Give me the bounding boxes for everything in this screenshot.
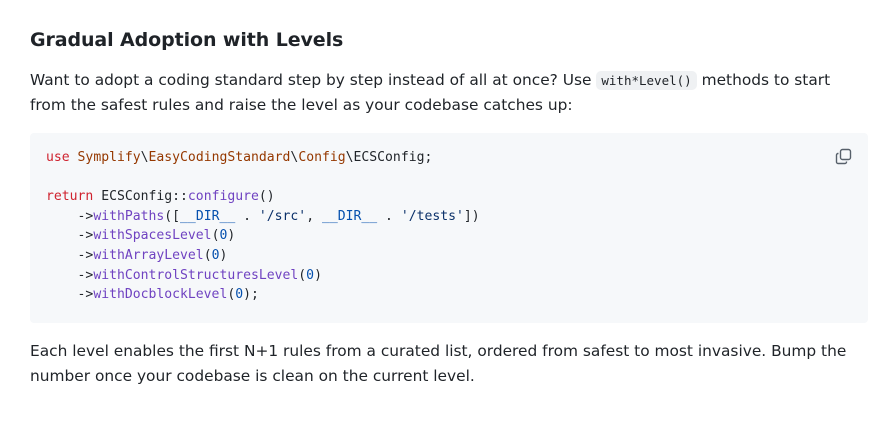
code-keyword-use: use (46, 150, 70, 165)
code-arrow: -> (46, 247, 94, 263)
inline-code-with-level: with*Level() (596, 71, 697, 90)
code-arrow: -> (46, 267, 94, 283)
code-open-paren: ( (298, 267, 307, 283)
code-function-with-docblock-level: withDocblockLevel (93, 287, 228, 303)
code-close-bracket: ]) (463, 208, 480, 224)
copy-icon (835, 148, 851, 164)
code-function-configure: configure (187, 189, 259, 205)
code-parens: () (258, 189, 275, 205)
code-comma: , (306, 208, 322, 224)
code-line-use: use Symplify\EasyCodingStandard\Config\E… (46, 148, 852, 168)
code-close-paren-semicolon: ); (243, 287, 259, 303)
code-arrow: -> (46, 228, 94, 244)
intro-paragraph: Want to adopt a coding standard step by … (30, 68, 870, 118)
code-block: use Symplify\EasyCodingStandard\Config\E… (30, 133, 868, 323)
code-namespace-ecs: EasyCodingStandard (148, 150, 291, 165)
code-keyword-return: return (46, 189, 94, 205)
code-line-with-paths: ->withPaths([__DIR__ . '/src', __DIR__ .… (46, 207, 852, 227)
code-namespace-symplify: Symplify (77, 150, 141, 165)
code-line-return: return ECSConfig::configure() (46, 187, 852, 207)
code-line-with-docblock-level: ->withDocblockLevel(0); (46, 285, 852, 305)
code-line-with-control-structures-level: ->withControlStructuresLevel(0) (46, 266, 852, 286)
code-namespace-separator: \ (290, 150, 299, 165)
code-constant-dir: __DIR__ (321, 208, 378, 224)
code-concat: . (235, 208, 259, 224)
intro-text-before: Want to adopt a coding standard step by … (30, 71, 597, 89)
outro-paragraph: Each level enables the first N+1 rules f… (30, 342, 847, 385)
code-space (70, 150, 78, 165)
code-open-paren: ( (227, 287, 236, 303)
code-string-src: '/src' (258, 208, 307, 224)
section-heading: Gradual Adoption with Levels (30, 29, 344, 51)
code-arrow: -> (46, 287, 94, 303)
code-namespace-config: Config (298, 150, 346, 165)
code-function-with-spaces-level: withSpacesLevel (93, 228, 212, 244)
code-arrow: -> (46, 208, 94, 224)
intro-text-after: methods to start from the safest rules a… (30, 71, 831, 114)
code-open-paren: ( (203, 247, 212, 263)
code-line-with-spaces-level: ->withSpacesLevel(0) (46, 226, 852, 246)
code-line-with-array-level: ->withArrayLevel(0) (46, 246, 852, 266)
code-constant-dir: __DIR__ (180, 208, 236, 224)
copy-code-button[interactable] (832, 145, 854, 167)
code-string-tests: '/tests' (400, 208, 464, 224)
code-number: 0 (219, 228, 228, 244)
code-function-with-array-level: withArrayLevel (93, 247, 204, 263)
code-number: 0 (306, 267, 315, 283)
code-function-with-paths: withPaths (93, 208, 165, 224)
code-class-ecsconfig: ECSConfig:: (93, 189, 188, 205)
code-line-blank (46, 168, 852, 188)
code-close-paren: ) (314, 267, 322, 283)
code-content: use Symplify\EasyCodingStandard\Config\E… (46, 148, 852, 305)
code-concat: . (377, 208, 401, 224)
code-open-paren: ( (211, 228, 220, 244)
code-namespace-separator: \ (140, 150, 149, 165)
code-namespace-separator: \ (345, 150, 354, 165)
code-close-paren: ) (227, 228, 236, 244)
code-number: 0 (235, 287, 244, 303)
code-close-paren: ) (219, 247, 228, 263)
code-number: 0 (211, 247, 220, 263)
code-function-with-control-structures-level: withControlStructuresLevel (93, 267, 299, 283)
code-open-bracket: ([ (164, 208, 181, 224)
code-class-ecsconfig: ECSConfig; (353, 150, 433, 165)
